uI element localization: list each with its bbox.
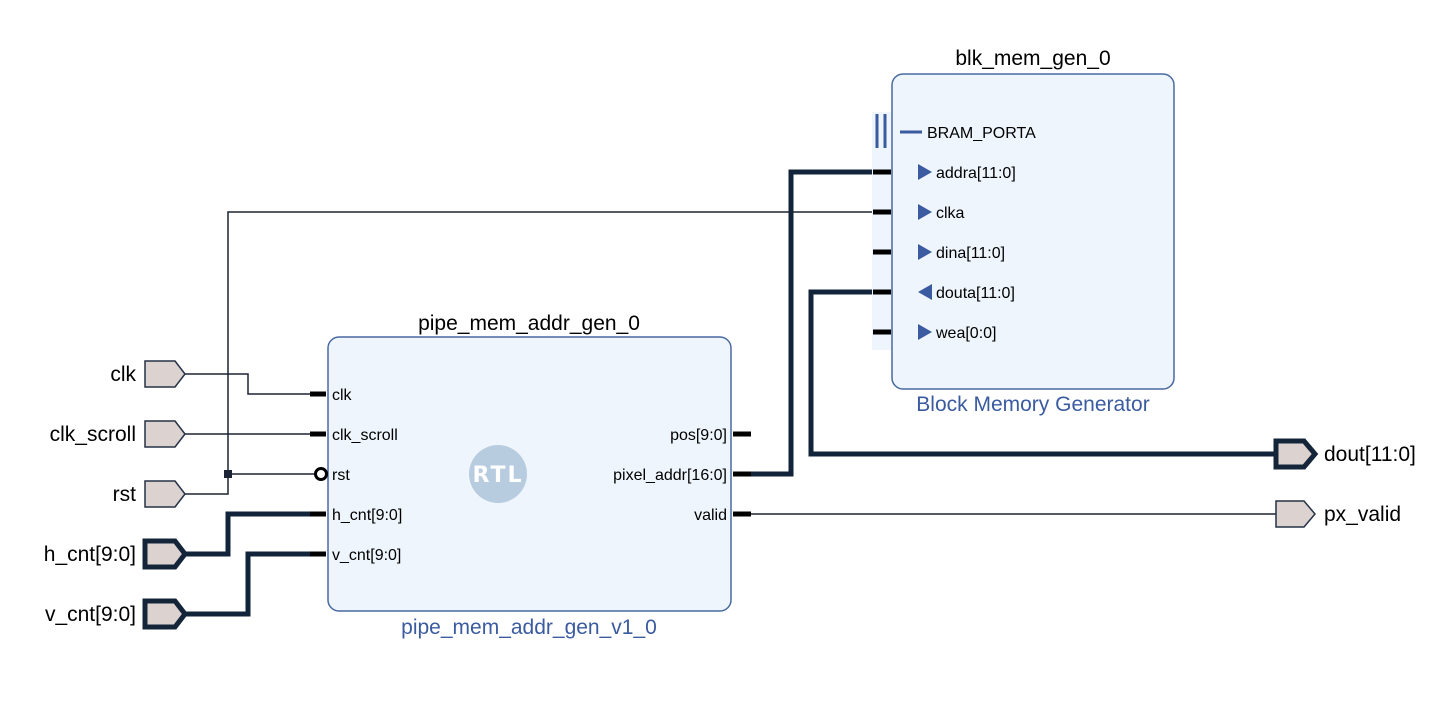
input-port-shape — [144, 360, 186, 388]
block-subtitle: Block Memory Generator — [916, 393, 1149, 416]
rtl-logo: RTL — [469, 445, 527, 503]
port-label-h-cnt: h_cnt[9:0] — [44, 543, 136, 566]
wire-rst — [185, 473, 316, 495]
input-arrow-icon — [918, 324, 932, 340]
input-bus-port-shape — [142, 598, 189, 630]
wire-rst-to-clka — [227, 211, 876, 474]
port-dout: dout[11:0] — [1273, 438, 1416, 470]
pin-valid: valid — [694, 507, 727, 524]
input-arrow-icon — [918, 164, 932, 180]
input-arrow-icon — [918, 244, 932, 260]
pin-wea: wea[0:0] — [935, 325, 996, 342]
block-body[interactable] — [891, 73, 1175, 390]
pin-v-cnt: v_cnt[9:0] — [332, 547, 401, 564]
output-bus-port-shape — [1273, 438, 1319, 470]
port-h-cnt: h_cnt[9:0] — [44, 538, 189, 570]
pin-clk-scroll: clk_scroll — [332, 427, 398, 444]
bus-v-cnt — [185, 551, 312, 617]
pin-dina: dina[11:0] — [936, 245, 1005, 262]
rtl-logo-circle — [469, 445, 527, 503]
block-title: blk_mem_gen_0 — [955, 47, 1110, 70]
wire-clk — [185, 373, 312, 395]
pin-douta: douta[11:0] — [936, 285, 1015, 302]
pin-pixel-addr: pixel_addr[16:0] — [613, 467, 727, 484]
pin-pos: pos[9:0] — [670, 427, 727, 444]
port-v-cnt: v_cnt[9:0] — [45, 598, 189, 630]
port-clk-scroll: clk_scroll — [50, 420, 186, 448]
pin-clk: clk — [332, 387, 353, 404]
input-port-shape — [144, 480, 186, 508]
input-ports: clk clk_scroll rst h_cnt[9:0] v_cnt[9:0] — [44, 360, 189, 630]
port-clk: clk — [110, 360, 186, 388]
output-port-shape — [1275, 500, 1316, 528]
port-rst: rst — [113, 480, 186, 508]
bus-douta — [808, 289, 1276, 457]
pin-rst: rst — [332, 467, 350, 484]
block-subtitle: pipe_mem_addr_gen_v1_0 — [401, 616, 657, 639]
bus-h-cnt — [185, 511, 312, 557]
output-ports: dout[11:0] px_valid — [1273, 438, 1416, 528]
port-label-px-valid: px_valid — [1324, 503, 1401, 526]
inverted-input-bubble — [314, 467, 328, 481]
interface-bram-porta[interactable]: BRAM_PORTA — [875, 114, 1036, 148]
port-label-dout: dout[11:0] — [1324, 443, 1416, 466]
interface-label: BRAM_PORTA — [927, 125, 1036, 142]
block-title: pipe_mem_addr_gen_0 — [418, 312, 640, 335]
port-label-rst: rst — [113, 483, 136, 506]
interface-strip — [872, 112, 892, 350]
wires — [185, 169, 1276, 617]
input-arrow-icon — [918, 204, 932, 220]
port-label-clk: clk — [110, 363, 136, 386]
port-label-clk-scroll: clk_scroll — [50, 423, 136, 446]
input-port-shape — [144, 420, 186, 448]
block-blk-mem-gen[interactable]: blk_mem_gen_0 Block Memory Generator BRA… — [872, 47, 1175, 416]
pin-addra: addra[11:0] — [936, 165, 1016, 182]
port-label-v-cnt: v_cnt[9:0] — [45, 603, 136, 626]
rtl-logo-text: RTL — [473, 463, 524, 488]
input-bus-port-shape — [142, 538, 189, 570]
wire-junction — [224, 470, 232, 478]
block-pipe-mem-addr-gen[interactable]: pipe_mem_addr_gen_0 pipe_mem_addr_gen_v1… — [310, 312, 751, 639]
pin-clka: clka — [936, 205, 965, 222]
pin-h-cnt: h_cnt[9:0] — [332, 507, 402, 524]
output-arrow-icon — [918, 284, 932, 300]
port-px-valid: px_valid — [1275, 500, 1401, 528]
bus-pixel-addr — [751, 169, 876, 477]
